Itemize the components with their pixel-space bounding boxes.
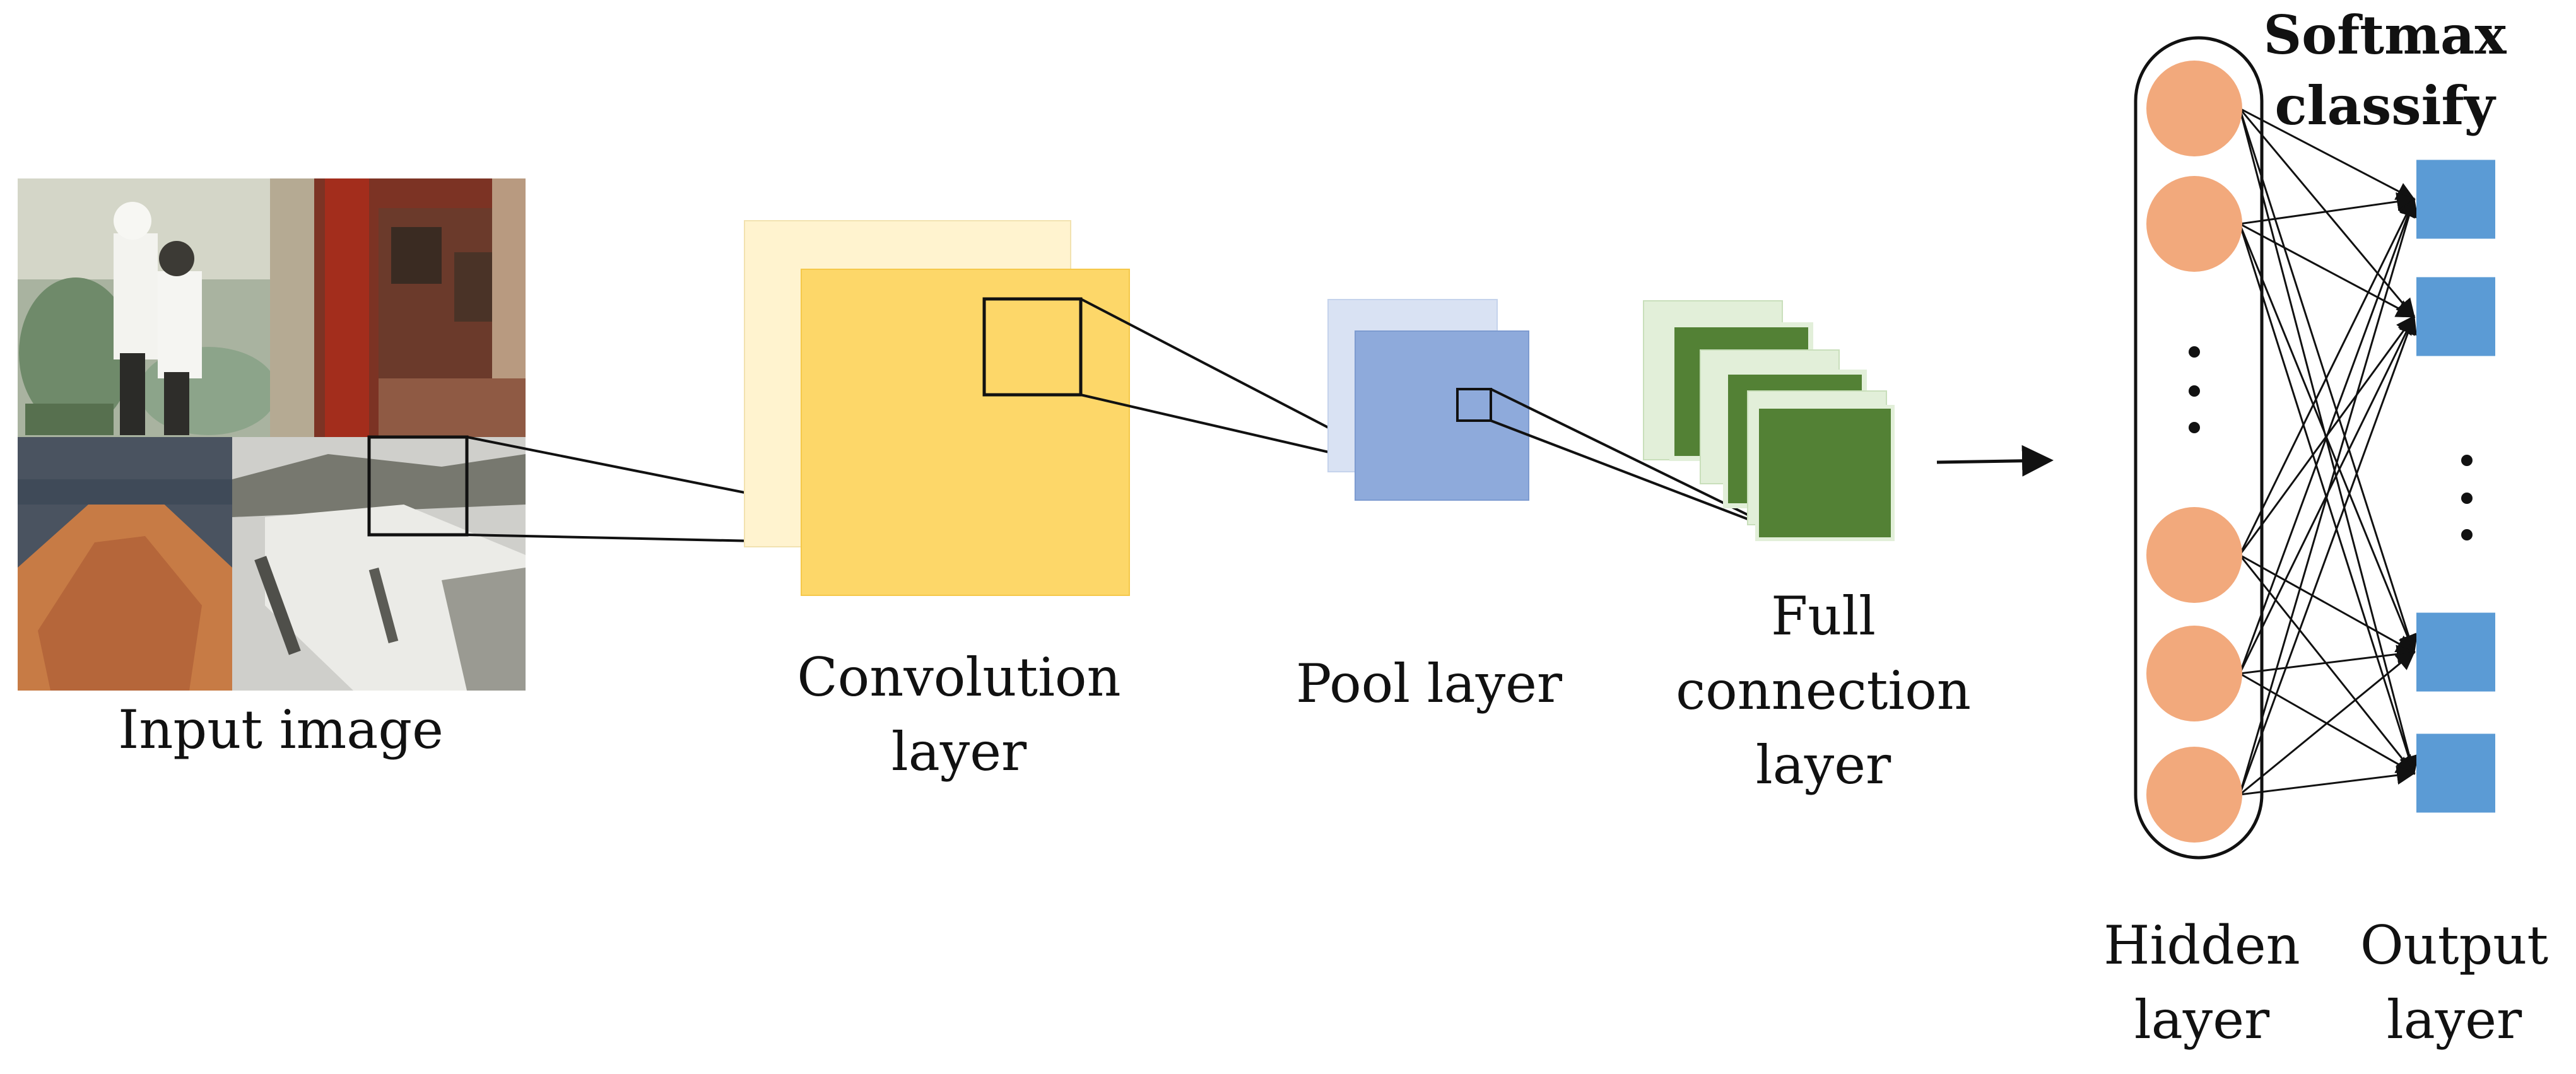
hidden-node — [2146, 626, 2242, 721]
convolution-label-line1: Convolution — [797, 646, 1121, 708]
flow-arrow — [1936, 445, 2054, 477]
output-label-line2: layer — [2386, 989, 2522, 1051]
connection-line — [2239, 766, 2416, 796]
hidden-label-line1: Hidden — [2103, 914, 2300, 976]
connection-line — [2238, 197, 2415, 556]
hidden-layer-capsule — [2134, 36, 2264, 860]
full-label-line1: Full — [1770, 585, 1876, 647]
connection-line — [2239, 192, 2416, 225]
hidden-label-line2: layer — [2134, 989, 2270, 1051]
connection-line — [2239, 554, 2416, 653]
output-label-line1: Output — [2360, 914, 2549, 976]
connection-line — [2239, 645, 2416, 675]
input-image-label: Input image — [88, 692, 473, 767]
softmax-classify-label: Softmax classify — [2246, 0, 2524, 141]
projection-pool-to-full — [1490, 388, 1789, 536]
output-node — [2416, 277, 2495, 356]
output-node — [2416, 733, 2495, 813]
convolution-label-line2: layer — [891, 721, 1027, 783]
output-node — [2416, 612, 2495, 692]
connection-line — [2239, 651, 2416, 796]
convolution-layer-label: Convolution layer — [757, 640, 1161, 789]
network-connections — [2238, 107, 2419, 796]
output-layer-label: Output layer — [2334, 908, 2574, 1057]
pool-layer-maps — [1327, 299, 1529, 501]
full-label-line2: connection — [1676, 660, 1971, 721]
output-nodes — [2416, 160, 2495, 813]
connection-line — [2238, 554, 2415, 775]
hidden-node — [2146, 747, 2242, 843]
output-node — [2416, 160, 2495, 239]
input-image — [18, 178, 526, 691]
hidden-node — [2146, 176, 2242, 272]
softmax-label-line1: Softmax — [2263, 4, 2507, 66]
full-connection-maps — [1643, 300, 1895, 541]
connection-line — [2238, 197, 2417, 674]
connection-line — [2238, 315, 2417, 795]
input-image-label-text: Input image — [118, 699, 444, 761]
full-label-line3: layer — [1755, 734, 1891, 796]
pool-layer-label: Pool layer — [1281, 646, 1577, 721]
connection-line — [2238, 108, 2418, 654]
hidden-node — [2146, 61, 2242, 156]
hidden-layer-label: Hidden layer — [2076, 908, 2328, 1057]
connection-line — [2239, 107, 2416, 201]
output-ellipsis — [2461, 455, 2473, 540]
hidden-nodes — [2146, 61, 2242, 843]
softmax-label-line2: classify — [2274, 74, 2495, 137]
hidden-ellipsis — [2189, 346, 2200, 433]
pool-layer-label-text: Pool layer — [1295, 653, 1563, 715]
hidden-node — [2146, 507, 2242, 603]
convolution-layer-maps — [744, 220, 1130, 596]
connection-line — [2238, 197, 2418, 795]
full-connection-label: Full connection layer — [1653, 579, 1994, 802]
